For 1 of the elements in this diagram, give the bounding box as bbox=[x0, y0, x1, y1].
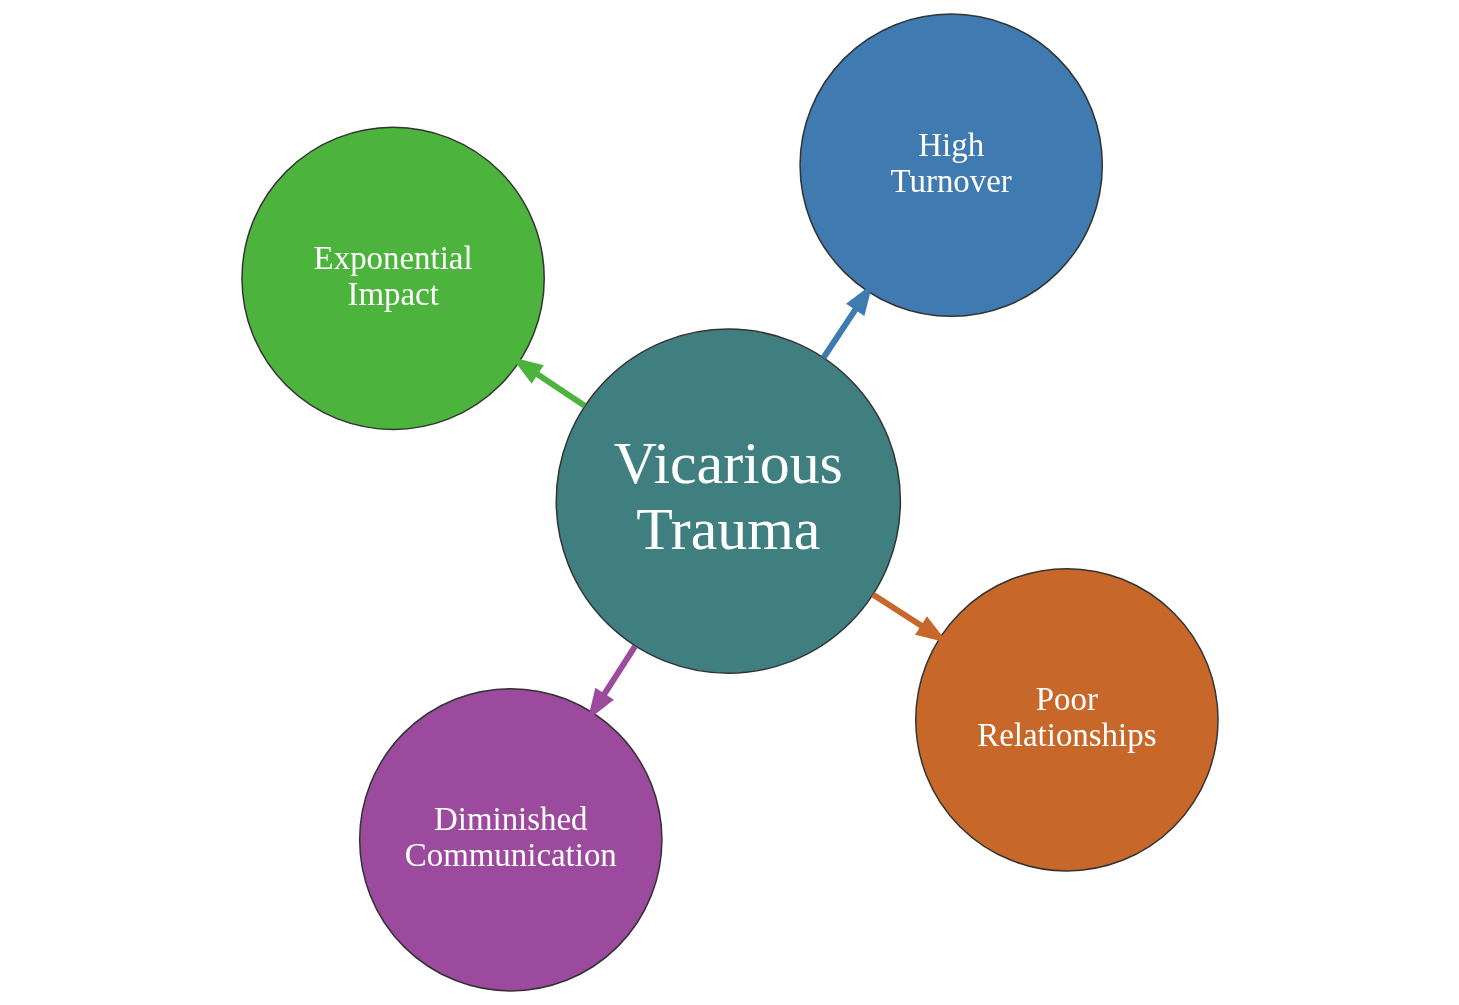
node-circle: Vicarious Trauma bbox=[555, 328, 901, 674]
